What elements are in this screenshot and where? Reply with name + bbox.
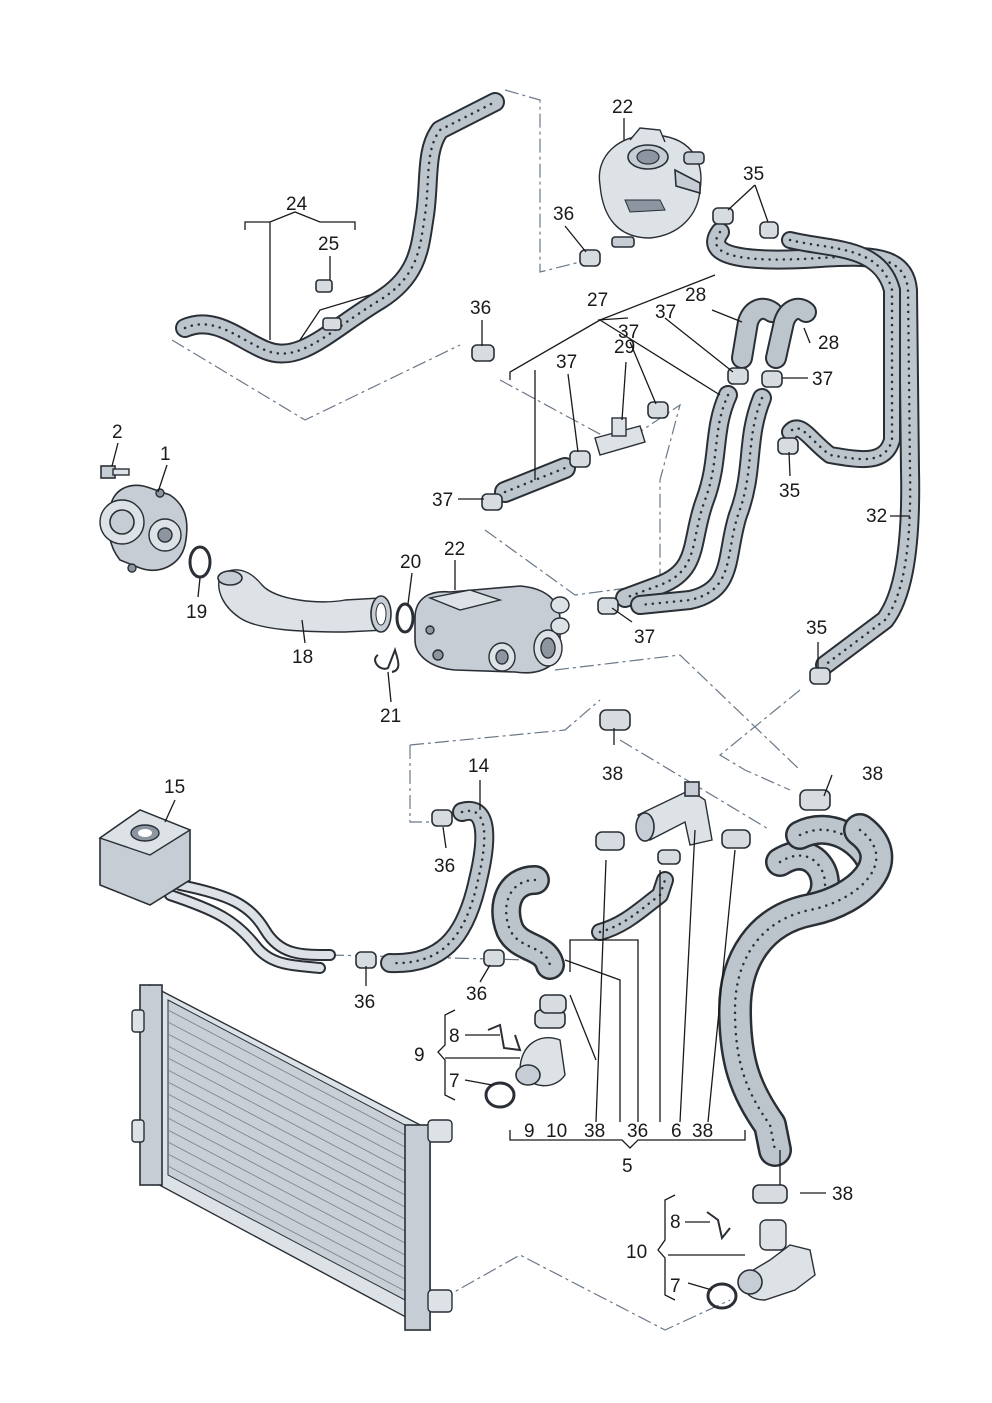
callout-10-bottom: 10	[546, 1121, 567, 1142]
assembly-reference-lines	[171, 89, 801, 1331]
callout-2: 2	[112, 422, 123, 443]
callout-37-left: 37	[432, 490, 453, 511]
water-pump	[99, 465, 212, 579]
callout-35-mid: 35	[779, 481, 800, 502]
callout-22-tank: 22	[612, 97, 633, 118]
callout-38-mid: 38	[602, 764, 623, 785]
callout-36-bottom: 36	[627, 1121, 648, 1142]
callout-32: 32	[866, 506, 887, 527]
callout-27: 27	[587, 290, 608, 311]
t-connector-29	[594, 417, 646, 456]
hose-clamps	[315, 207, 831, 969]
callout-36-low-left: 36	[354, 992, 375, 1013]
callout-1: 1	[160, 444, 171, 465]
expansion-tank	[598, 127, 705, 248]
callout-38-bottom-b: 38	[692, 1121, 713, 1142]
callout-24: 24	[286, 194, 308, 215]
coolant-pipe-18	[217, 569, 415, 673]
callout-5: 5	[622, 1156, 633, 1177]
callout-35-top: 35	[743, 164, 764, 185]
callout-38-lower-right: 38	[832, 1184, 853, 1205]
callout-38-right: 38	[862, 764, 883, 785]
flange-10	[706, 1184, 816, 1310]
radiator	[131, 983, 453, 1332]
callout-38-bottom-a: 38	[584, 1121, 605, 1142]
callout-28-top: 28	[685, 285, 706, 306]
callout-37-b: 37	[618, 322, 639, 343]
callout-18: 18	[292, 647, 313, 668]
callout-10-right: 10	[626, 1242, 647, 1263]
callout-35-low: 35	[806, 618, 827, 639]
callout-36-low-mid: 36	[466, 984, 487, 1005]
t-connector-6	[635, 781, 713, 846]
callout-37-c: 37	[556, 352, 577, 373]
coolant-flange-housing	[414, 585, 570, 674]
callout-37-right: 37	[812, 369, 833, 390]
callout-20: 20	[400, 552, 421, 573]
hose-24	[175, 92, 505, 364]
leader-lines	[111, 118, 910, 1301]
callout-19: 19	[186, 602, 207, 623]
callout-9-bottom: 9	[524, 1121, 535, 1142]
callout-36-tank: 36	[553, 204, 574, 225]
part-callouts: 1 2 19 18 20 21 22 24 25 22 36 35 36 27 …	[112, 97, 887, 1297]
hoses	[164, 92, 921, 1167]
callout-7-left: 7	[449, 1071, 460, 1092]
callout-9-left: 9	[414, 1045, 425, 1066]
callout-36-middle: 36	[470, 298, 491, 319]
callout-15: 15	[164, 777, 185, 798]
callout-22-housing: 22	[444, 539, 465, 560]
callout-25: 25	[318, 234, 339, 255]
callout-37-a: 37	[655, 302, 676, 323]
callout-7-right: 7	[670, 1276, 681, 1297]
callout-8-left: 8	[449, 1026, 460, 1047]
callout-36-oil: 36	[434, 856, 455, 877]
oil-cooler	[98, 809, 192, 906]
callout-28-right: 28	[818, 333, 839, 354]
callout-6: 6	[671, 1121, 682, 1142]
callout-37-low: 37	[634, 627, 655, 648]
flange-9	[484, 994, 567, 1109]
callout-29: 29	[614, 337, 635, 358]
callout-8-right: 8	[670, 1212, 681, 1233]
callout-14: 14	[468, 756, 490, 777]
callout-21: 21	[380, 706, 401, 727]
